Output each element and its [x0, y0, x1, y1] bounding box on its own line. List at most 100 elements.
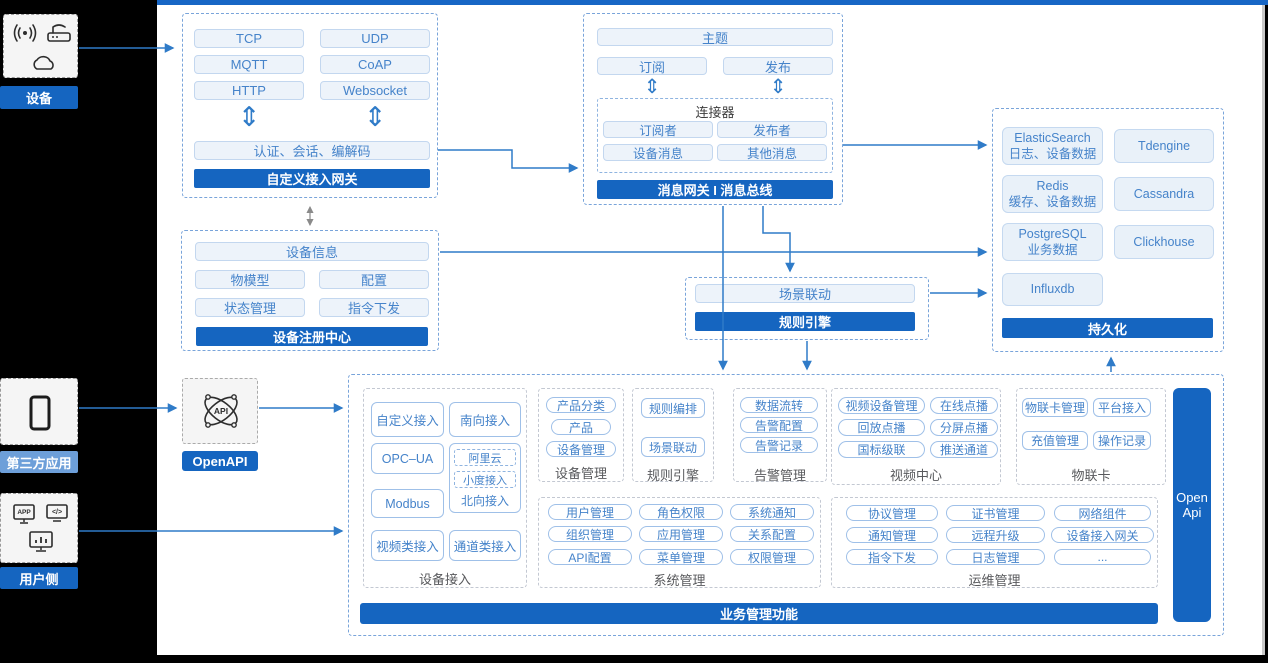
relation-config-pill: 关系配置 [730, 526, 814, 542]
store-name: Influxdb [1030, 282, 1075, 297]
config-pill: 配置 [319, 270, 429, 289]
perm-mgmt-pill: 权限管理 [730, 549, 814, 565]
protocol-tcp: TCP [194, 29, 304, 48]
store-clickhouse: Clickhouse [1114, 225, 1214, 259]
api-network-icon: API [204, 394, 238, 428]
message-bus-title-bar: 消息网关 I 消息总线 [597, 180, 833, 199]
store-elasticsearch: ElasticSearch 日志、设备数据 [1002, 127, 1103, 165]
cloud-icon [33, 55, 54, 70]
store-name: Tdengine [1137, 138, 1191, 153]
protocol-http: HTTP [194, 81, 304, 100]
third-party-label: 第三方应用 [0, 451, 78, 473]
store-redis: Redis 缓存、设备数据 [1002, 175, 1103, 213]
thing-model-pill: 物模型 [195, 270, 305, 289]
device-label: 设备 [0, 86, 78, 109]
signal-icon [13, 24, 37, 42]
opc-ua-box: OPC–UA [371, 443, 444, 474]
state-mgmt-pill: 状态管理 [195, 298, 305, 317]
protocol-mgmt-pill: 协议管理 [846, 505, 938, 521]
store-postgresql: PostgreSQL 业务数据 [1002, 223, 1103, 261]
publish-pill: 发布 [723, 57, 833, 75]
chart-monitor-icon [29, 531, 53, 552]
device-mgmt-pill: 设备管理 [546, 441, 616, 457]
iot-card-mgmt-pill: 物联卡管理 [1022, 398, 1088, 417]
protocol-websocket: Websocket [320, 81, 430, 100]
store-name: Redis [1036, 178, 1069, 193]
product-category-pill: 产品分类 [546, 397, 616, 413]
api-config-pill: API配置 [548, 549, 632, 565]
system-mgmt-label: 系统管理 [653, 573, 706, 588]
publisher-pill: 发布者 [717, 121, 827, 138]
alarm-config-pill: 告警配置 [740, 417, 818, 433]
device-access-gateway-pill: 设备接入网关 [1051, 527, 1154, 543]
menu-mgmt-pill: 菜单管理 [639, 549, 723, 565]
app-mgmt-pill: 应用管理 [639, 526, 723, 542]
open-api-vertical-bar: Open Api [1173, 388, 1211, 622]
cert-mgmt-pill: 证书管理 [946, 505, 1045, 521]
log-mgmt-pill: 日志管理 [946, 549, 1045, 565]
video-device-mgmt-pill: 视频设备管理 [838, 397, 925, 414]
user-mgmt-pill: 用户管理 [548, 504, 632, 520]
connector-title: 连接器 [695, 105, 735, 120]
device-message-pill: 设备消息 [603, 144, 713, 161]
auth-session-codec-pill: 认证、会话、编解码 [194, 141, 430, 160]
gb-cascade-pill: 国标级联 [838, 441, 925, 458]
custom-access-box: 自定义接入 [371, 402, 444, 437]
playback-vod-pill: 回放点播 [838, 419, 925, 436]
other-message-pill: 其他消息 [717, 144, 827, 161]
ops-mgmt-label: 运维管理 [968, 573, 1021, 588]
openapi-icon-box: API [182, 378, 258, 444]
data-flow-pill: 数据流转 [740, 397, 818, 413]
operation-record-pill: 操作记录 [1093, 431, 1151, 450]
notice-mgmt-pill: 通知管理 [846, 527, 938, 543]
persistence-title-bar: 持久化 [1002, 318, 1213, 338]
product-pill: 产品 [551, 419, 611, 435]
right-edge-line [1262, 5, 1265, 655]
modbus-box: Modbus [371, 489, 444, 518]
store-name: PostgreSQL [1018, 226, 1087, 241]
store-name: ElasticSearch [1014, 130, 1091, 145]
command-pill: 指令下发 [319, 298, 429, 317]
role-perm-pill: 角色权限 [639, 504, 723, 520]
alarm-record-pill: 告警记录 [740, 437, 818, 453]
store-influxdb: Influxdb [1002, 273, 1103, 306]
protocol-coap: CoAP [320, 55, 430, 74]
code-icon: </> [46, 504, 68, 522]
aliyun-box: 阿里云 [454, 449, 516, 466]
video-access-box: 视频类接入 [371, 530, 444, 561]
recharge-mgmt-pill: 充值管理 [1022, 431, 1088, 450]
push-channel-pill: 推送通道 [930, 441, 998, 458]
iot-card-label: 物联卡 [1071, 468, 1111, 483]
store-tdengine: Tdengine [1114, 129, 1214, 163]
device-icon-box [3, 14, 78, 78]
device-info-pill: 设备信息 [195, 242, 429, 261]
device-registry-title-bar: 设备注册中心 [196, 327, 428, 346]
command-issue-pill: 指令下发 [846, 549, 938, 565]
scene-linkage-pill-2: 场景联动 [641, 437, 705, 457]
rule-engine-title-bar: 规则引擎 [695, 312, 915, 331]
more-ellipsis-pill: ... [1054, 549, 1151, 565]
store-name: Clickhouse [1133, 234, 1195, 249]
store-sub: 业务数据 [1027, 243, 1078, 257]
rule-orchestration-pill: 规则编排 [641, 398, 705, 418]
scene-linkage-pill: 场景联动 [695, 284, 915, 303]
protocol-mqtt: MQTT [194, 55, 304, 74]
svg-text:APP: APP [17, 509, 31, 516]
north-access-label: 北向接入 [460, 494, 509, 508]
platform-access-pill: 平台接入 [1093, 398, 1151, 417]
store-sub: 日志、设备数据 [1008, 147, 1097, 161]
video-center-label: 视频中心 [889, 468, 942, 483]
org-mgmt-pill: 组织管理 [548, 526, 632, 542]
openapi-label: OpenAPI [182, 451, 258, 471]
subscribe-pill: 订阅 [597, 57, 707, 75]
store-name: Cassandra [1133, 186, 1195, 201]
store-cassandra: Cassandra [1114, 177, 1214, 211]
business-title-bar: 业务管理功能 [360, 603, 1158, 624]
user-side-icon-box: APP </> [0, 493, 78, 563]
top-accent-line [157, 0, 1268, 5]
app-window-icon: APP [13, 504, 35, 524]
xiaodu-access-box: 小度接入 [454, 471, 516, 488]
network-component-pill: 网络组件 [1054, 505, 1151, 521]
alarm-label: 告警管理 [753, 468, 806, 483]
